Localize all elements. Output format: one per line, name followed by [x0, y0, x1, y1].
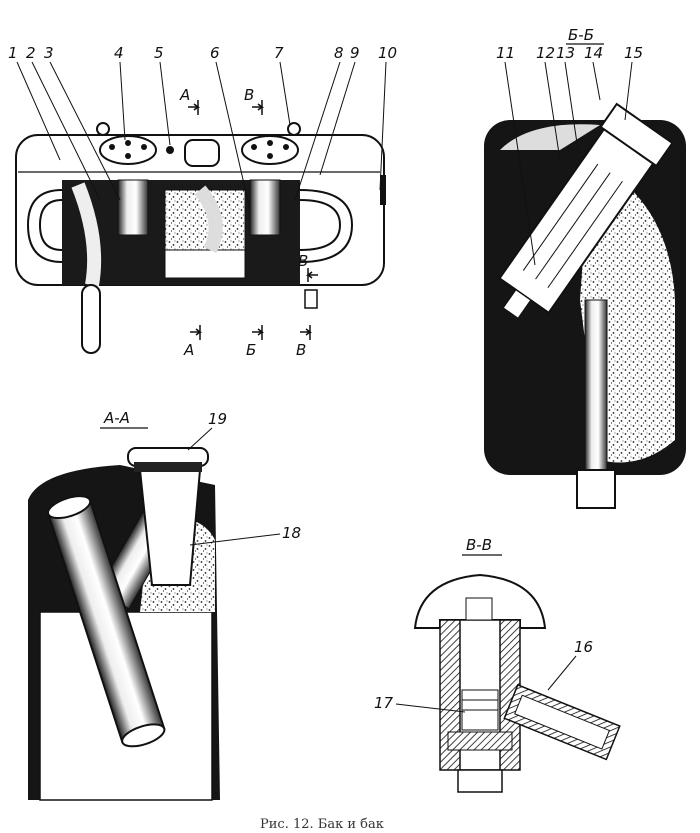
- callout-3: 3: [44, 44, 54, 62]
- callout-16: 16: [574, 638, 593, 656]
- breather-valve: [166, 146, 174, 154]
- callout-2: 2: [26, 44, 36, 62]
- callout-4: 4: [114, 44, 124, 62]
- callout-15: 15: [624, 44, 643, 62]
- callout-6: 6: [210, 44, 220, 62]
- callout-9: 9: [350, 44, 360, 62]
- right-cap: [241, 135, 299, 165]
- figure-caption: Рис. 12. Бак и бак: [260, 817, 384, 832]
- center-filler-neck: [184, 139, 220, 167]
- callout-10: 10: [378, 44, 397, 62]
- callout-14: 14: [584, 44, 603, 62]
- callout-5: 5: [154, 44, 164, 62]
- section-bb-title: Б-Б: [568, 26, 594, 44]
- section-vv-title: В-В: [466, 536, 492, 554]
- section-aa: А-А 19 18: [28, 409, 301, 801]
- callout-12: 12: [536, 44, 555, 62]
- right-handle: [299, 189, 354, 263]
- section-mark-b-bottom: Б: [246, 341, 256, 359]
- callout-18: 18: [282, 524, 301, 542]
- section-bb-outlet-pipe: [584, 299, 608, 471]
- callout-13: 13: [556, 44, 575, 62]
- callout-1: 1: [8, 44, 18, 62]
- drain-pipe: [81, 284, 101, 354]
- callout-8: 8: [334, 44, 344, 62]
- section-mark-a-top: А: [179, 86, 190, 104]
- section-mark-v-top: В: [244, 86, 254, 104]
- section-aa-title: А-А: [103, 409, 130, 427]
- left-filter-tube: [117, 179, 149, 236]
- section-vv: В-В 16 17: [374, 536, 621, 793]
- section-mark-v-bottom: В: [296, 341, 306, 359]
- left-cap: [99, 135, 157, 165]
- callout-17: 17: [374, 694, 394, 712]
- section-bb: Б-Б 11 12 13 14 15: [484, 26, 686, 509]
- top-view: 1 2 3 4 5 6 7 8 9 10 А В А Б В В: [8, 44, 397, 359]
- callout-19: 19: [208, 410, 227, 428]
- section-mark-a-bottom: А: [183, 341, 194, 359]
- left-eyelet: [96, 122, 110, 136]
- right-eyelet: [287, 122, 301, 136]
- section-mark-v-right: В: [298, 252, 308, 270]
- right-filter-tube: [249, 179, 281, 236]
- callout-7: 7: [274, 44, 284, 62]
- callout-11: 11: [496, 44, 515, 62]
- left-handle: [26, 189, 63, 263]
